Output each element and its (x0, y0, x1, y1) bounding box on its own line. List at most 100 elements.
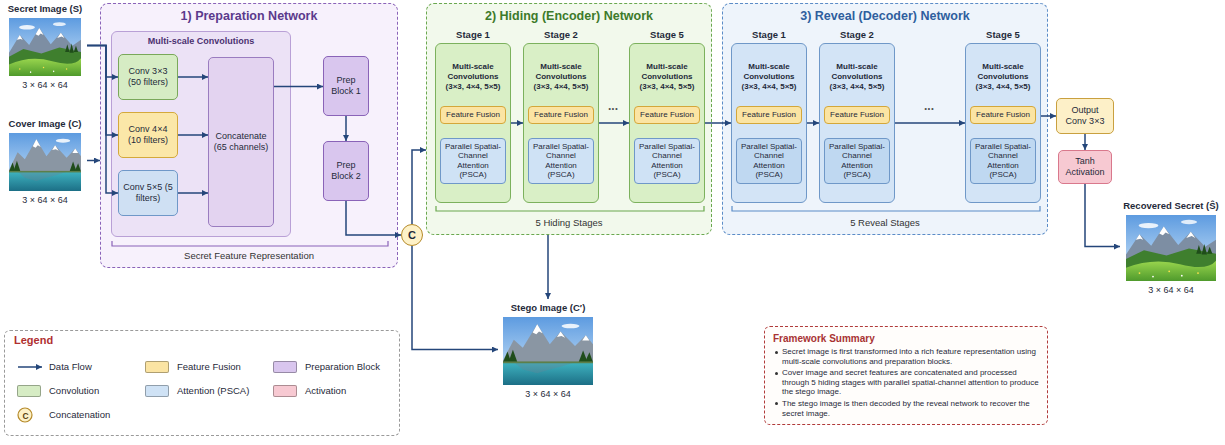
legend-symbol-letter: C (20, 410, 32, 422)
stage-box: Stage 1Multi-scale Convolutions (3×3, 4×… (435, 43, 511, 203)
flow-arrow (87, 160, 100, 162)
legend-item: Attention (PSCA) (145, 383, 249, 399)
group-box: Multi-scale ConvolutionsConv 3×3 (50 fil… (111, 31, 291, 237)
fusion-box: Feature Fusion (970, 106, 1036, 124)
dimension-label: 3 × 64 × 64 (3, 194, 87, 206)
group-bracket (112, 241, 388, 246)
legend-item: Preparation Block (273, 359, 380, 375)
flow-arrow (511, 122, 523, 124)
legend-swatch (17, 385, 41, 397)
flow-arrow (705, 122, 731, 124)
circle-label: C (408, 229, 416, 241)
legend-item: Concatenation (17, 407, 110, 423)
legend-label: Feature Fusion (177, 359, 241, 375)
image-title: Recovered Secret (Ŝ) (1120, 200, 1222, 212)
box-label: Conv 5×5 (5 filters) (122, 182, 174, 204)
summary-bullet: The stego image is then decoded by the r… (773, 399, 1039, 418)
stage-box: Stage 5Multi-scale Convolutions (3×3, 4×… (965, 43, 1041, 203)
flow-arrow (1041, 115, 1056, 117)
box-label: Parallel Spatial-Channel Attention (PSCA… (443, 142, 503, 180)
network-title: 2) Hiding (Encoder) Network (427, 9, 711, 24)
stage-box: Stage 2Multi-scale Convolutions (3×3, 4×… (819, 43, 895, 203)
conv-box: Conv 4×4 (10 filters) (118, 112, 178, 158)
dimension-label: 3 × 64 × 64 (498, 388, 598, 400)
image-panel: Stego Image (C′)3 × 64 × 64 (498, 299, 598, 400)
stage-label: Multi-scale Convolutions (3×3, 4×4, 5×5) (824, 62, 890, 92)
flow-arrow (87, 46, 118, 194)
box-label: Parallel Spatial-Channel Attention (PSCA… (827, 142, 887, 180)
stage-title: Stage 5 (624, 29, 710, 41)
box-label: Parallel Spatial-Channel Attention (PSCA… (973, 142, 1033, 180)
legend-item: Data Flow (17, 359, 92, 375)
conv-box: Conv 3×3 (50 filters) (118, 54, 178, 100)
legend-swatch (145, 361, 169, 373)
legend-label: Convolution (49, 383, 99, 399)
box-label: Output Conv 3×3 (1060, 105, 1110, 127)
cover-image (9, 133, 81, 191)
ellipsis-label: ... (914, 100, 944, 112)
flow-arrow (599, 122, 629, 124)
legend-label: Data Flow (49, 359, 92, 375)
fusion-box: Feature Fusion (440, 106, 506, 124)
section-label: Secret Feature Representation (101, 250, 397, 262)
group-bracket (436, 206, 704, 211)
flow-arrow (1084, 134, 1086, 150)
secret-image (9, 18, 81, 76)
flow-arrow (178, 76, 208, 78)
section-label: 5 Hiding Stages (427, 217, 711, 229)
flow-arrow (87, 46, 118, 136)
box-label: Feature Fusion (830, 110, 884, 120)
box-label: Conv 4×4 (10 filters) (122, 124, 174, 146)
flow-arrow (412, 246, 498, 350)
legend-swatch (145, 385, 169, 397)
section-label: 5 Reveal Stages (723, 217, 1047, 229)
attention-box: Parallel Spatial-Channel Attention (PSCA… (634, 138, 700, 184)
box-label: Conv 3×3 (50 filters) (122, 66, 174, 88)
legend-title: Legend (14, 334, 94, 347)
legend-label: Preparation Block (305, 359, 380, 375)
concat-circle: C (401, 224, 423, 246)
stage-title: Stage 5 (960, 29, 1046, 41)
legend-box: Data FlowConvolutionConcatenation Feature… (4, 330, 400, 436)
legend-item: Activation (273, 383, 346, 399)
flow-arrow (807, 122, 819, 124)
stage-title: Stage 1 (726, 29, 812, 41)
recovered-image (1126, 215, 1216, 281)
summary-bullet: Cover image and secret features are conc… (773, 368, 1039, 397)
flow-arrow (547, 235, 549, 299)
flow-arrow (274, 86, 323, 88)
fusion-box: Feature Fusion (736, 106, 802, 124)
flow-arrow (412, 150, 426, 224)
legend-swatch (273, 361, 297, 373)
stage-label: Multi-scale Convolutions (3×3, 4×4, 5×5) (634, 62, 700, 92)
stage-box: Stage 1Multi-scale Convolutions (3×3, 4×… (731, 43, 807, 203)
flow-arrow (1085, 184, 1120, 247)
box-label: Feature Fusion (534, 110, 588, 120)
flow-arrow (178, 134, 208, 136)
network-panel: 3) Reveal (Decoder) Network 5 Reveal Stag… (722, 3, 1048, 235)
conv-box: Output Conv 3×3 (1056, 98, 1114, 134)
network-panel: 1) Preparation NetworkSecret Feature Rep… (100, 3, 398, 268)
activation-box: Tanh Activation (1058, 150, 1112, 184)
stage-title: Stage 1 (430, 29, 516, 41)
legend-arrow-sample (17, 359, 43, 375)
box-label: Concatenate (65 channels) (212, 131, 270, 153)
flow-arrow (895, 122, 965, 124)
fusion-box: Feature Fusion (634, 106, 700, 124)
legend-item: Convolution (17, 383, 99, 399)
stage-box: Stage 5Multi-scale Convolutions (3×3, 4×… (629, 43, 705, 203)
box-label: Feature Fusion (742, 110, 796, 120)
fusion-box: Feature Fusion (528, 106, 594, 124)
attention-box: Parallel Spatial-Channel Attention (PSCA… (736, 138, 802, 184)
legend-circle-sample (17, 407, 43, 423)
attention-box: Parallel Spatial-Channel Attention (PSCA… (528, 138, 594, 184)
fusion-box: Feature Fusion (824, 106, 890, 124)
concat-box: Concatenate (65 channels) (208, 57, 274, 227)
box-label: Prep Block 1 (327, 75, 365, 97)
group-title: Multi-scale Convolutions (112, 36, 290, 47)
network-title: 3) Reveal (Decoder) Network (723, 9, 1047, 24)
prep-block: Prep Block 2 (323, 141, 369, 201)
stage-label: Multi-scale Convolutions (3×3, 4×4, 5×5) (736, 62, 802, 92)
box-label: Feature Fusion (446, 110, 500, 120)
